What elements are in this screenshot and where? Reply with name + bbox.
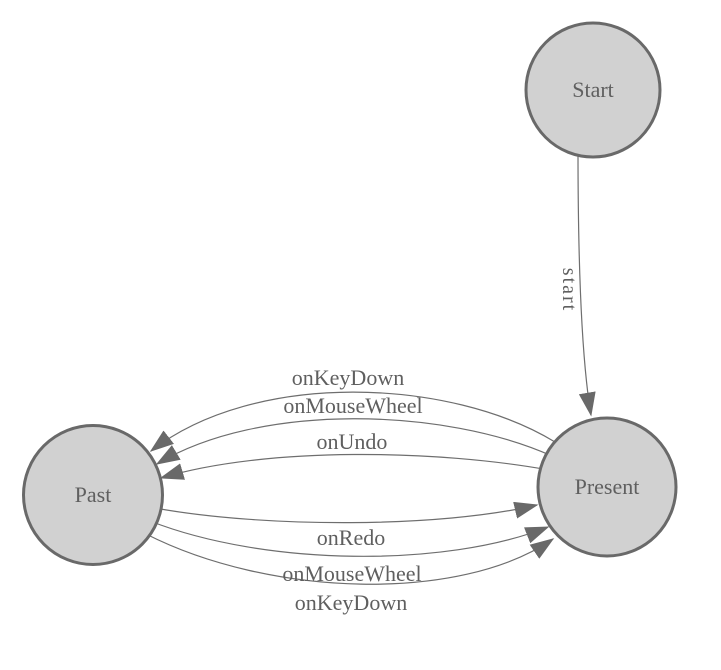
edge-start-to-present: [577, 149, 596, 417]
label-layer: Start Past Present start onKeyDown onMou…: [75, 77, 640, 615]
edge-label-onredo: onRedo: [317, 525, 385, 550]
edge-present-to-past-onkeydown: [149, 391, 556, 452]
node-start-label: Start: [572, 77, 614, 102]
edge-label-onundo: onUndo: [317, 429, 388, 454]
node-start: [524, 21, 662, 159]
node-past: [22, 424, 164, 566]
edge-label-onkeydown-bottom: onKeyDown: [295, 590, 407, 615]
node-present: [536, 416, 678, 558]
edge-label-onmousewheel-top: onMouseWheel: [283, 393, 422, 418]
edge-past-to-present-onredo: [154, 501, 539, 524]
edge-layer: [145, 149, 596, 585]
edge-label-onmousewheel-bottom: onMouseWheel: [282, 561, 421, 586]
edge-label-start: start: [558, 268, 580, 312]
edge-label-onkeydown-top: onKeyDown: [292, 365, 404, 390]
node-present-label: Present: [575, 474, 640, 499]
edge-present-to-past-onmousewheel: [155, 418, 553, 465]
edge-present-to-past-onundo: [159, 453, 550, 480]
edge-past-to-present-onkeydown: [145, 533, 555, 585]
node-layer: [22, 21, 678, 566]
edge-past-to-present-onmousewheel: [149, 520, 550, 557]
node-past-label: Past: [75, 482, 112, 507]
